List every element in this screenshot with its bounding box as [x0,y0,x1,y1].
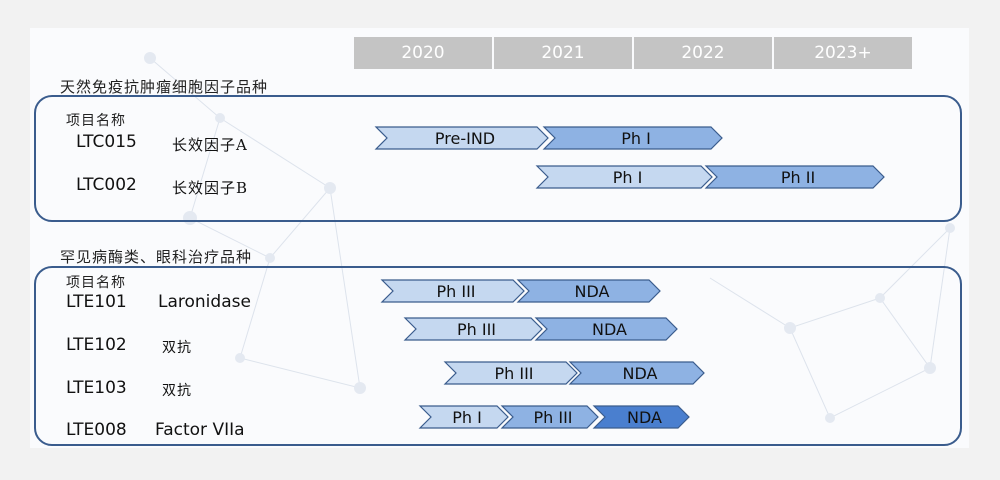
year-header-2020: 2020 [354,37,492,69]
phase-label-lte101-0: Ph III [436,282,475,301]
project-code-ltc015: LTC015 [76,132,137,152]
phase-label-ltc002-1: Ph II [781,168,815,187]
phase-arrow-ltc002-1 [704,165,885,189]
section-title-rare-disease: 罕见病酶类、眼科治疗品种 [60,248,253,266]
phase-arrow-ltc015-0 [374,126,549,150]
phase-arrow-lte008-2 [592,405,690,429]
phase-label-lte008-0: Ph I [452,408,482,427]
phase-arrow-ltc002-0 [535,165,713,189]
phase-arrow-lte101-1 [516,279,661,303]
project-name-ltc002: 长效因子B [172,179,249,197]
phase-label-lte008-1: Ph III [533,408,572,427]
phase-label-lte101-1: NDA [575,282,610,301]
phase-arrow-lte101-0 [380,279,525,303]
year-header-2023-plus: 2023+ [774,37,912,69]
project-name-lte008: Factor VIIa [155,420,245,440]
year-header-2022: 2022 [634,37,772,69]
phase-arrow-ltc015-1 [542,126,723,150]
project-name-lte103: 双抗 [162,383,192,399]
section-title-cytokines: 天然免疫抗肿瘤细胞因子品种 [60,78,269,96]
section-box-rare-disease [34,266,962,446]
project-code-lte103: LTE103 [66,378,127,398]
phase-arrow-lte103-0 [443,361,578,385]
project-code-lte008: LTE008 [66,420,127,440]
project-code-ltc002: LTC002 [76,175,137,195]
section-box-cytokines [34,95,962,222]
project-code-lte101: LTE101 [66,292,127,312]
column-header-project-name-2: 项目名称 [66,275,126,291]
network-background [144,52,955,423]
phase-label-ltc015-1: Ph I [621,129,651,148]
phase-arrow-lte103-1 [568,361,705,385]
phase-label-lte103-0: Ph III [494,364,533,383]
phase-label-ltc002-0: Ph I [613,168,643,187]
project-name-ltc015: 长效因子A [172,136,248,154]
phase-label-lte008-2: NDA [627,408,662,427]
phase-label-lte102-1: NDA [592,320,627,339]
year-header-2021: 2021 [494,37,632,69]
phase-label-lte102-0: Ph III [457,320,496,339]
phase-arrow-lte008-1 [500,405,599,429]
column-header-project-name: 项目名称 [66,113,126,129]
project-name-lte101: Laronidase [158,292,251,312]
phase-label-lte103-1: NDA [623,364,658,383]
phase-arrow-lte008-0 [418,405,509,429]
phase-arrow-lte102-1 [534,317,678,341]
project-name-lte102: 双抗 [162,340,192,356]
phase-label-ltc015-0: Pre-IND [435,129,495,148]
phase-arrow-lte102-0 [403,317,543,341]
project-code-lte102: LTE102 [66,335,127,355]
